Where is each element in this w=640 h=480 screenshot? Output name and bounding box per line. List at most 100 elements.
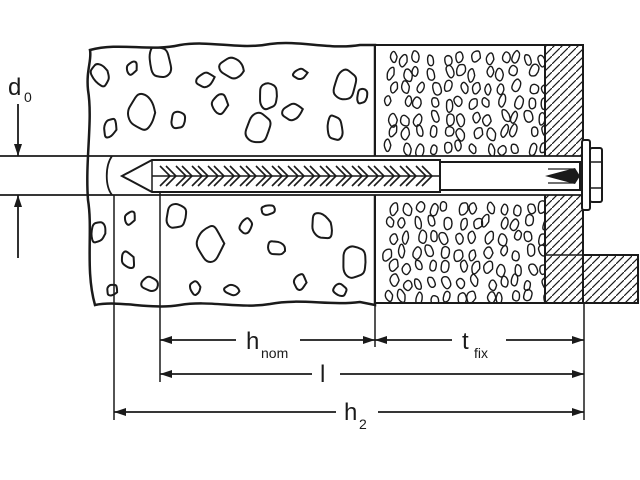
texture-blob [382,248,393,262]
texture-blob [522,288,533,302]
texture-blob [411,65,419,78]
texture-blob [454,139,462,152]
texture-blob [455,232,464,245]
texture-blob [471,81,482,95]
texture-blob [487,143,496,158]
texture-blob [403,68,414,83]
texture-blob [326,114,344,141]
texture-blob [455,113,466,128]
texture-blob [400,126,411,141]
texture-blob [267,240,287,256]
texture-blob [415,201,426,213]
texture-blob [398,53,408,68]
texture-blob [443,216,453,231]
texture-blob [514,263,522,277]
texture-blob [509,110,519,124]
texture-blob [426,276,437,288]
texture-blob [473,217,484,230]
texture-blob [411,50,420,64]
texture-blob [524,213,535,227]
texture-blob [383,138,392,153]
texture-blob [195,224,226,263]
texture-blob [281,102,305,122]
texture-blob [460,217,468,231]
texture-blob [386,66,395,81]
texture-blob [501,51,511,64]
texture-blob [195,71,216,89]
texture-blob [440,259,450,274]
texture-blob [429,144,438,156]
texture-blob [453,249,464,263]
texture-blob [442,290,451,303]
texture-blob [238,217,254,235]
texture-blob [528,142,538,157]
texture-blob [468,98,478,110]
texture-blob [468,143,477,155]
texture-blob [440,275,452,290]
texture-blob [356,87,369,105]
texture-blob [170,110,187,130]
texture-blob [332,68,358,101]
texture-blob [342,245,367,279]
texture-blob [385,216,395,228]
texture-blob [511,289,521,302]
texture-blob [483,260,494,275]
texture-blob [332,282,348,298]
texture-blob [418,229,428,245]
texture-blob [415,291,423,303]
texture-blob [500,203,509,216]
dimension-d0: d 0 [8,74,32,258]
texture-blob [500,275,509,288]
texture-blob [455,127,466,142]
texture-blob [414,215,423,230]
texture-blob [500,123,510,138]
texture-blob [542,217,545,231]
texture-blob [486,291,497,303]
texture-blob [537,244,545,257]
texture-blob [485,52,495,66]
texture-blob [429,124,438,138]
texture-blob [468,249,477,262]
dimension-h-nom: h nom [160,328,375,361]
texture-blob [500,216,509,230]
texture-blob [429,202,439,217]
texture-blob [528,97,537,110]
texture-blob [466,290,477,303]
label-h-nom-sub: nom [261,345,288,361]
texture-blob [291,67,309,81]
texture-blob [529,83,540,95]
texture-blob [388,124,398,138]
texture-blob [443,141,453,154]
texture-blob [540,83,545,96]
texture-blob [484,83,492,96]
texture-blob [497,233,508,247]
texture-blob [388,258,399,273]
texture-blob [424,244,435,258]
texture-blob [426,54,435,67]
texture-blob [413,278,423,291]
texture-blob [486,127,497,142]
texture-blob [401,230,410,245]
texture-blob [416,124,424,137]
texture-blob [427,214,436,227]
texture-blob [165,203,188,229]
texture-blob [210,93,230,116]
texture-blob [430,109,440,123]
texture-blob [218,56,245,80]
texture-blob [414,259,423,271]
texture-blob [526,243,536,257]
texture-blob [412,246,422,261]
texture-blob [404,95,413,108]
label-d0-sub: 0 [24,89,32,105]
texture-blob [513,229,523,241]
dimension-t-fix: t fix [375,328,584,361]
texture-blob [470,50,482,63]
texture-blob [527,203,537,215]
texture-blob [538,112,545,126]
label-h-nom: h [246,328,259,355]
texture-blob [90,221,107,244]
texture-blob [500,244,509,257]
texture-blob [483,246,494,260]
texture-blob [223,283,241,297]
